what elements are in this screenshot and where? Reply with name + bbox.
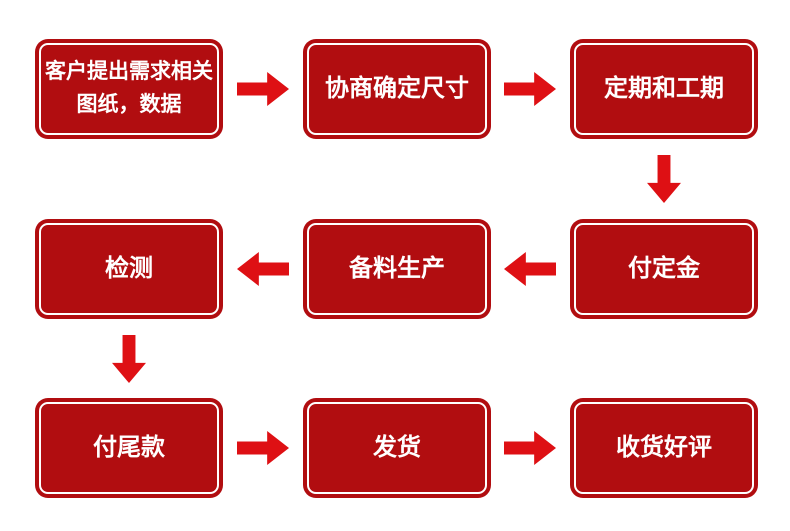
step-label: 协商确定尺寸 — [325, 75, 469, 103]
down-arrow-icon — [112, 335, 146, 383]
step-label: 发货 — [373, 434, 421, 462]
left-arrow-icon — [237, 252, 289, 286]
right-arrow-icon — [237, 72, 289, 106]
step-pay-deposit: 付定金 — [570, 219, 758, 319]
step-label: 备料生产 — [349, 255, 445, 283]
step-shipping: 发货 — [303, 398, 491, 498]
step-label: 付尾款 — [93, 434, 165, 462]
left-arrow-icon — [504, 252, 556, 286]
step-customer-requirements: 客户提出需求相关 图纸，数据 — [35, 39, 223, 139]
right-arrow-icon — [237, 431, 289, 465]
step-pay-balance: 付尾款 — [35, 398, 223, 498]
step-material-production: 备料生产 — [303, 219, 491, 319]
down-arrow-icon — [647, 155, 681, 203]
step-receive-and-review: 收货好评 — [570, 398, 758, 498]
step-label: 定期和工期 — [604, 75, 724, 103]
step-negotiate-dimensions: 协商确定尺寸 — [303, 39, 491, 139]
step-inspection: 检测 — [35, 219, 223, 319]
step-label: 付定金 — [628, 255, 700, 283]
step-schedule-and-leadtime: 定期和工期 — [570, 39, 758, 139]
step-label: 检测 — [105, 255, 153, 283]
step-label: 客户提出需求相关 图纸，数据 — [45, 60, 213, 116]
step-label: 收货好评 — [616, 434, 712, 462]
right-arrow-icon — [504, 72, 556, 106]
right-arrow-icon — [504, 431, 556, 465]
